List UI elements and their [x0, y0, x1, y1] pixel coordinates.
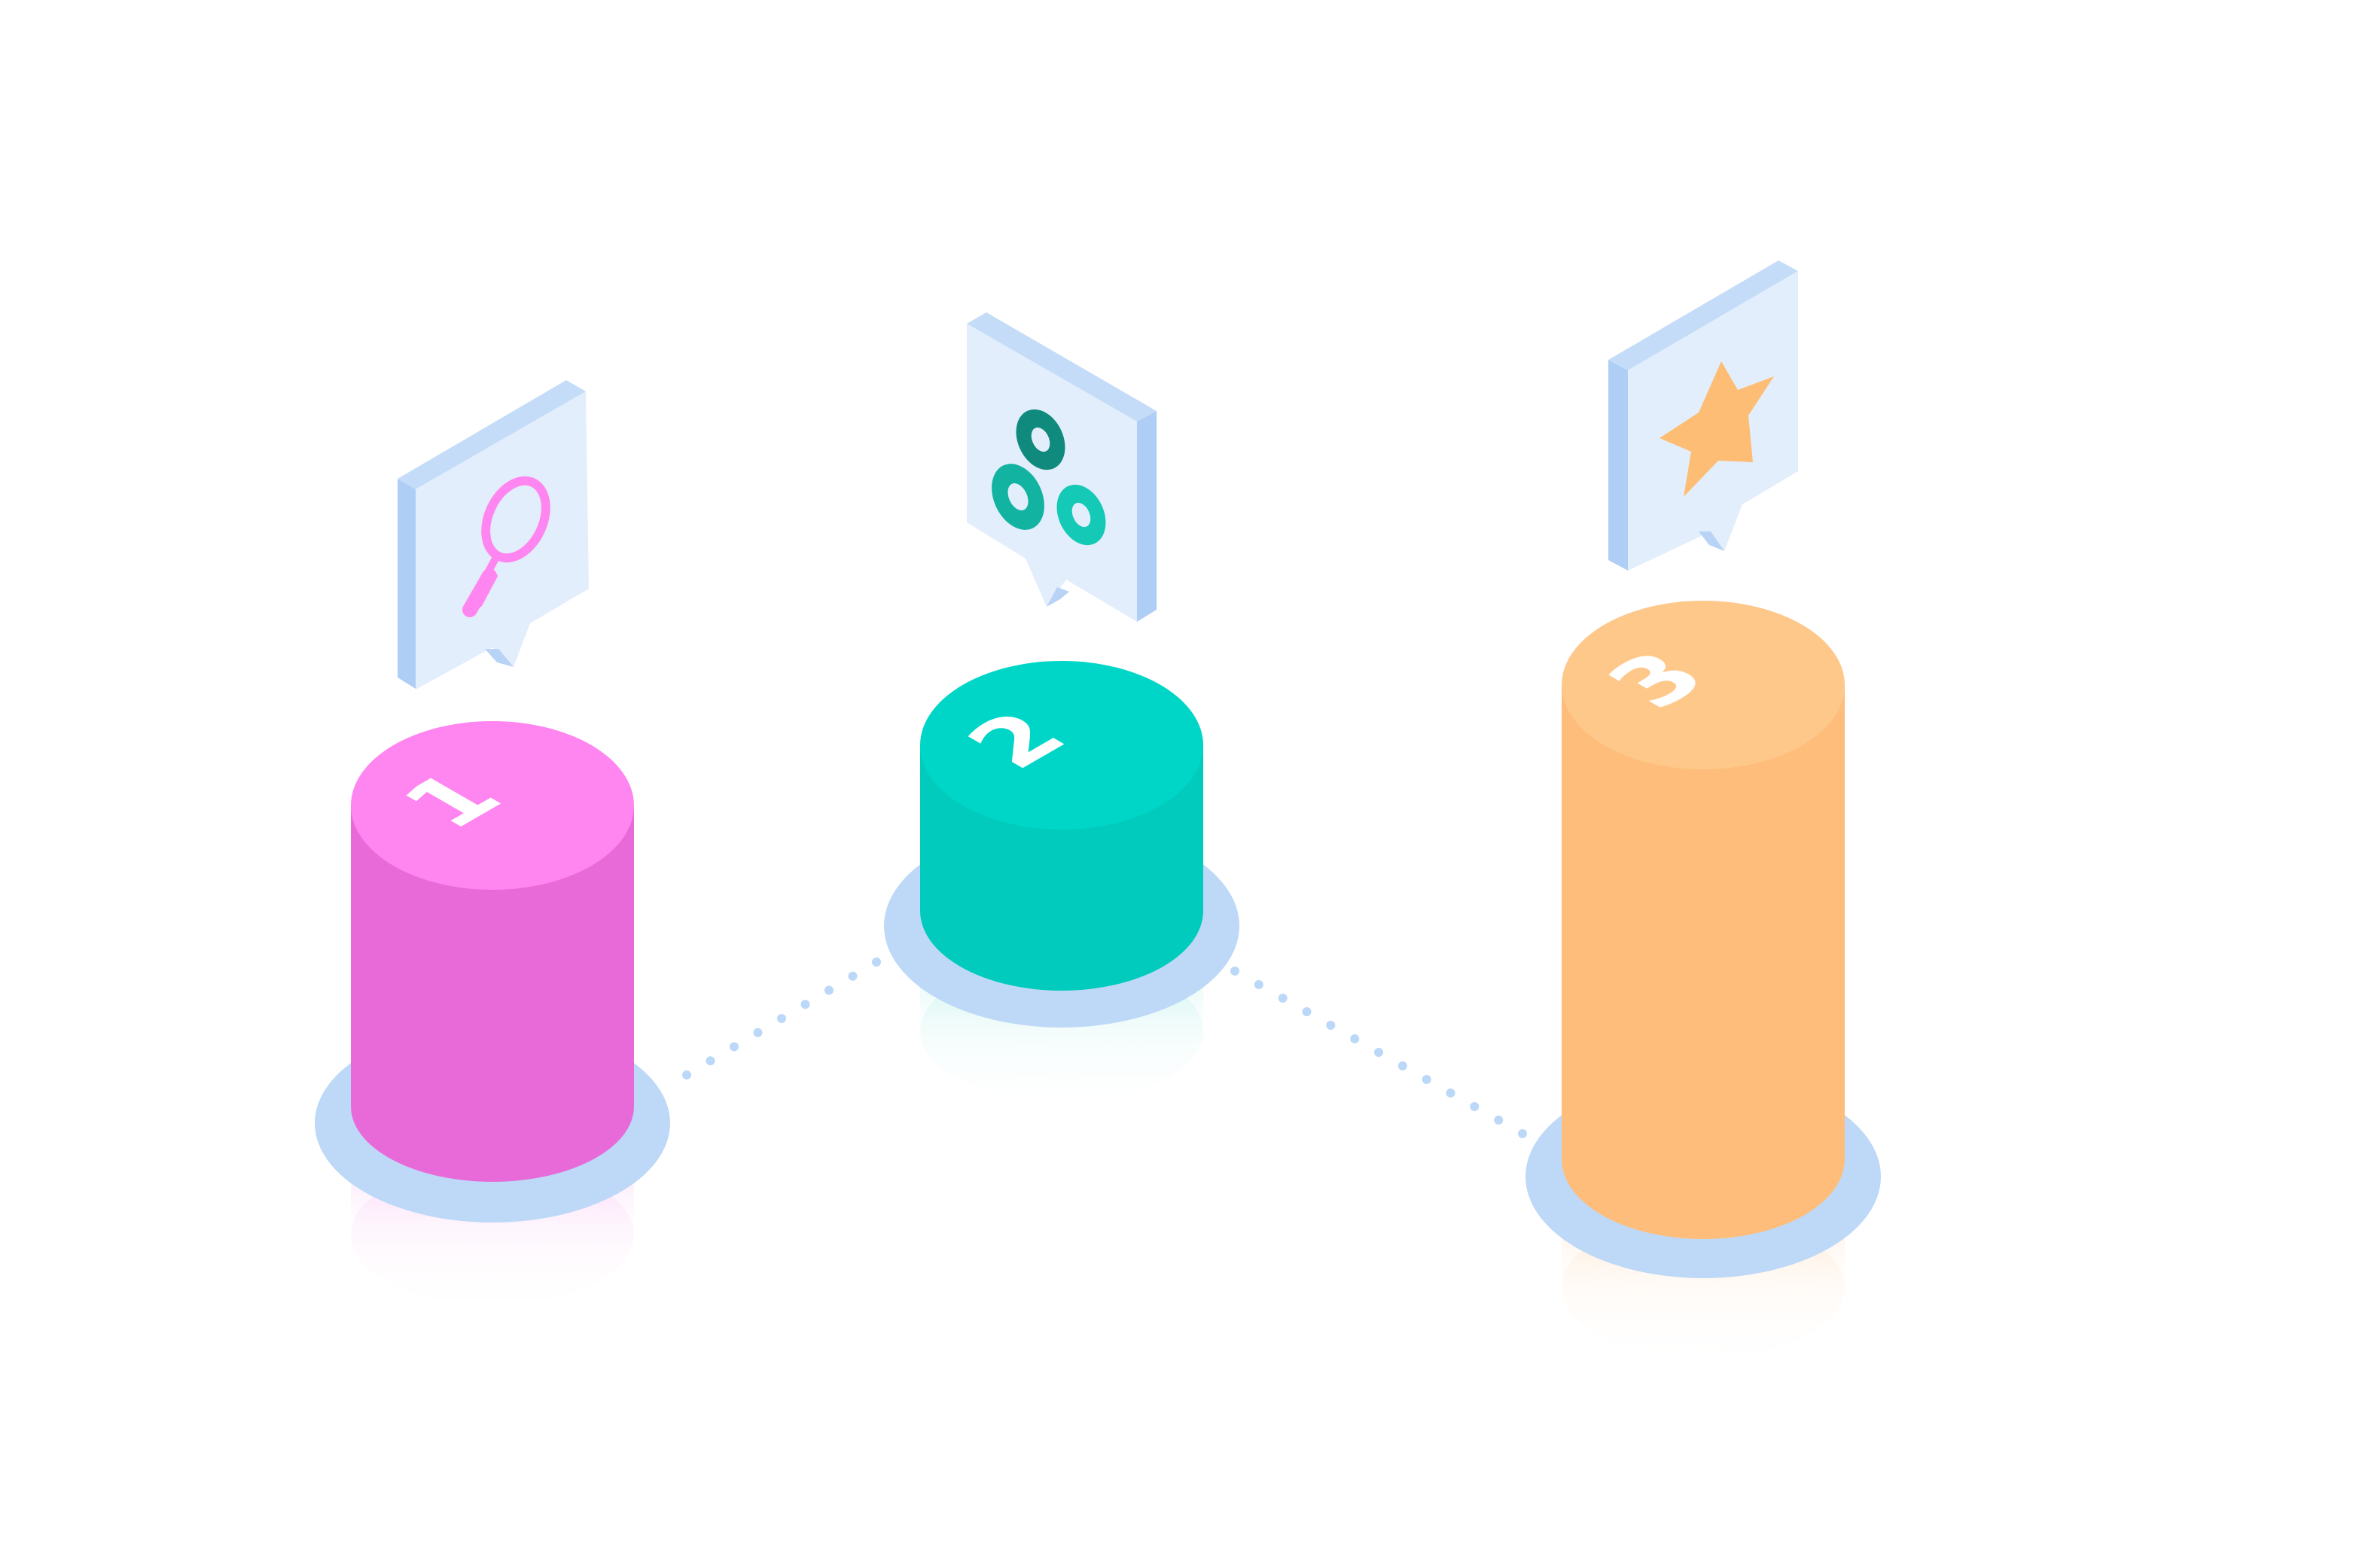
step-2-cylinder: 2: [920, 661, 1203, 991]
connector-dot: [824, 985, 834, 995]
connector-dot: [1397, 1061, 1407, 1070]
magnifying-glass-icon: [462, 476, 550, 617]
connector-dot: [1422, 1075, 1431, 1084]
connector-dot: [777, 1014, 786, 1023]
connector-dot: [1470, 1102, 1480, 1111]
connector-dot: [730, 1042, 739, 1052]
connector-dot: [753, 1028, 763, 1037]
step-3-cylinder: 3: [1562, 601, 1845, 1239]
connector-dot: [1446, 1088, 1455, 1098]
step-3: 3: [1525, 260, 1881, 1359]
connector-dot: [1254, 980, 1263, 989]
connector-dot: [706, 1056, 715, 1066]
connector-2-3: [1230, 967, 1527, 1138]
connector-dot: [1374, 1048, 1383, 1057]
step-2: 2: [884, 312, 1239, 1103]
connector-1-2: [682, 958, 881, 1079]
connector-dot: [1326, 1021, 1336, 1030]
connector-dot: [1350, 1034, 1360, 1043]
connector-dot: [800, 1000, 810, 1009]
connector-dot: [1230, 967, 1239, 976]
connector-dot: [1494, 1116, 1504, 1125]
gears-icon: [992, 409, 1106, 546]
step-3-card: [1608, 260, 1798, 571]
step-1-card: [398, 380, 589, 690]
step-1: 1: [315, 380, 670, 1306]
connector-dot: [872, 958, 881, 967]
connector-dot: [1518, 1129, 1527, 1138]
star-icon: [1660, 361, 1774, 497]
connector-dot: [682, 1070, 691, 1079]
connector-dot: [1302, 1007, 1312, 1016]
connector-dot: [848, 971, 858, 981]
step-2-card: [967, 312, 1157, 622]
connector-dot: [1278, 994, 1288, 1003]
step-1-cylinder: 1: [351, 721, 634, 1182]
